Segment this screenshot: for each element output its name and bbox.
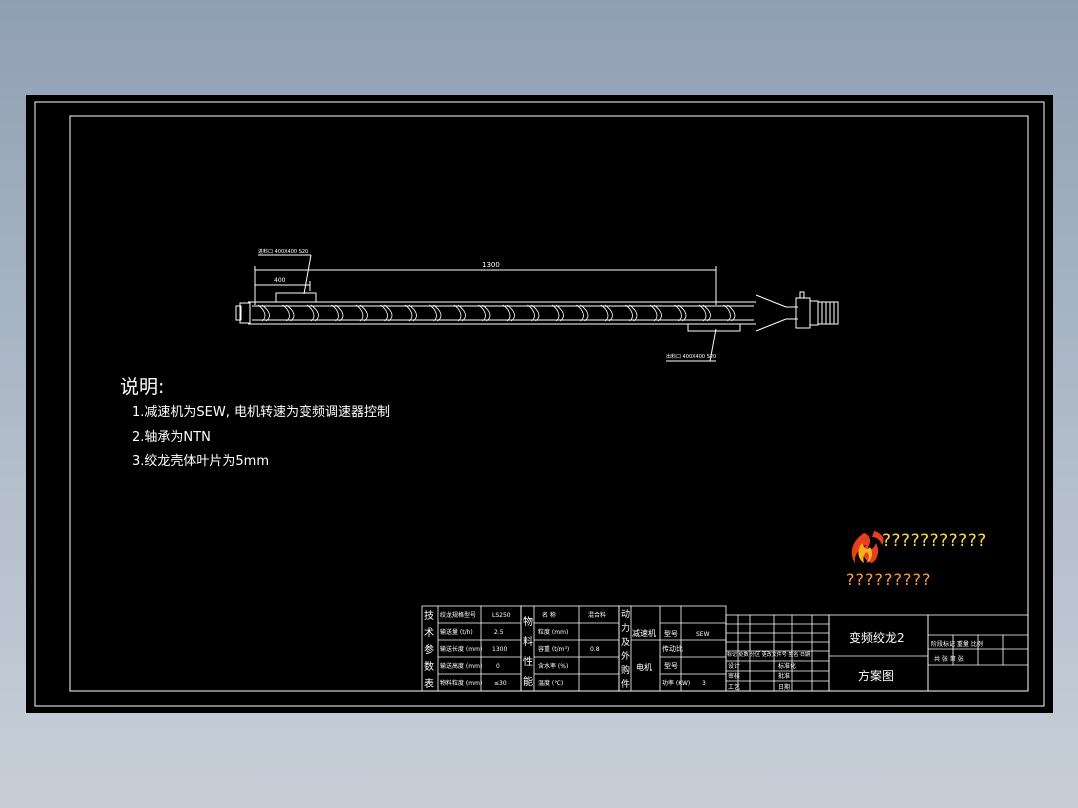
screw-flight — [502, 304, 515, 322]
sheet-count: 共 张 第 张 — [934, 655, 964, 663]
drawing-sheet: 1300 400 进料口 400X400 S20 出料口 400X400 S20 — [26, 95, 1053, 713]
screw-flight — [355, 304, 368, 322]
reducer-label: 减速机 — [632, 628, 656, 638]
power-row-label: 传动比 — [662, 644, 683, 653]
screw-flight — [453, 304, 466, 322]
title-block — [421, 605, 1029, 692]
drawing-canvas: 1300 400 进料口 400X400 S20 出料口 400X400 S20 — [34, 101, 1045, 707]
tech-row-label: 输送量 (t/h) — [440, 628, 473, 636]
tech-vlabel-0: 技 — [424, 609, 434, 622]
tech-row-value: 1300 — [492, 646, 507, 653]
screw-flight — [576, 304, 589, 322]
tech-row-label: 物料粒度 (mm) — [440, 679, 482, 687]
screw-flight — [649, 304, 662, 322]
power-vlabel-1: 力 — [621, 622, 630, 634]
material-name-value: 混合料 — [588, 611, 606, 619]
screw-flight — [306, 304, 319, 322]
power-row-value: 3 — [702, 680, 706, 687]
material-vlabel-1: 料 — [523, 635, 533, 648]
material-vlabel-2: 性 — [523, 655, 533, 668]
tech-vlabel-2: 参 — [424, 643, 434, 656]
approve-label: 批准 — [778, 672, 790, 680]
watermark-text-primary: ??????????? — [882, 531, 987, 551]
power-row-label: 型号 — [664, 629, 678, 638]
screw-flight — [551, 304, 564, 322]
screw-flight — [674, 304, 687, 322]
drawing-title: 变频绞龙2 — [849, 630, 905, 645]
material-row-label: 粒度 (mm) — [538, 628, 568, 636]
screw-conveyor-drawing: 1300 400 进料口 400X400 S20 出料口 400X400 S20 — [235, 248, 839, 362]
tech-vlabel-1: 术 — [424, 627, 434, 639]
material-row-label: 温度 (℃) — [538, 679, 563, 687]
tech-vlabel-4: 表 — [424, 677, 434, 690]
screw-flight — [282, 304, 295, 322]
tech-row-label: 输送长度 (mm) — [440, 645, 482, 653]
flame-logo-icon — [851, 531, 884, 565]
role-design: 设计 — [728, 662, 740, 670]
power-vlabel-2: 及 — [621, 637, 630, 648]
tech-row-label: 输送高度 (mm) — [440, 662, 482, 670]
screw-flight — [723, 304, 736, 322]
dim-inlet-offset: 400 — [274, 277, 286, 284]
screw-flight — [527, 304, 540, 322]
note-item: 1.减速机为SEW, 电机转速为变频调速器控制 — [132, 405, 390, 420]
note-item: 2.轴承为NTN — [132, 430, 211, 445]
power-row-value: SEW — [696, 631, 710, 638]
tech-row-label: 绞龙规格型号 — [440, 611, 476, 619]
notes-title: 说明: — [120, 376, 165, 398]
outer-frame — [34, 101, 1045, 707]
dim-overall-length: 1300 — [482, 261, 500, 269]
drawing-subtitle: 方案图 — [858, 668, 894, 683]
tech-row-value: 0 — [496, 663, 500, 670]
date-label: 日期 — [778, 683, 790, 691]
material-name-header: 名 称 — [542, 611, 556, 619]
power-row-label: 功率 (KW) — [662, 679, 690, 687]
material-row-label: 含水率 (%) — [538, 662, 568, 670]
outlet-label: 出料口 400X400 S20 — [666, 353, 716, 360]
screw-flight — [331, 304, 344, 322]
standardization-label: 标准化 — [778, 662, 796, 670]
material-row-label: 容重 (t/m³) — [538, 645, 569, 653]
role-process: 工艺 — [728, 683, 740, 691]
power-row-label: 型号 — [664, 661, 678, 670]
screw-flight — [257, 304, 270, 322]
power-vlabel-3: 外 — [621, 650, 630, 662]
screw-flight — [380, 304, 393, 322]
screw-flight — [429, 304, 442, 322]
tech-row-value: ≤30 — [494, 680, 507, 687]
screw-flight — [478, 304, 491, 322]
tech-row-value: LS250 — [492, 612, 511, 619]
stage-header: 阶段标记 重量 比例 — [931, 640, 983, 648]
watermark-text-secondary: ????????? — [846, 570, 932, 589]
revision-header: 标记 处数 分区 更改文件号 签名 日期 — [727, 651, 810, 658]
inlet-label: 进料口 400X400 S20 — [258, 248, 308, 255]
screw-flight — [625, 304, 638, 322]
power-vlabel-5: 件 — [621, 678, 630, 690]
motor-label: 电机 — [636, 662, 652, 672]
power-vlabel-4: 购 — [621, 664, 630, 676]
note-item: 3.绞龙壳体叶片为5mm — [132, 454, 270, 469]
power-vlabel-0: 动 — [621, 609, 630, 620]
screw-flight — [698, 304, 711, 322]
material-row-value: 0.8 — [590, 646, 600, 653]
material-vlabel-3: 能 — [523, 675, 533, 688]
screw-flight — [600, 304, 613, 322]
material-vlabel-0: 物 — [523, 615, 533, 628]
role-review: 审核 — [728, 672, 740, 680]
screw-flight — [404, 304, 417, 322]
tech-row-value: 2.5 — [494, 629, 504, 636]
tech-vlabel-3: 数 — [424, 660, 434, 673]
